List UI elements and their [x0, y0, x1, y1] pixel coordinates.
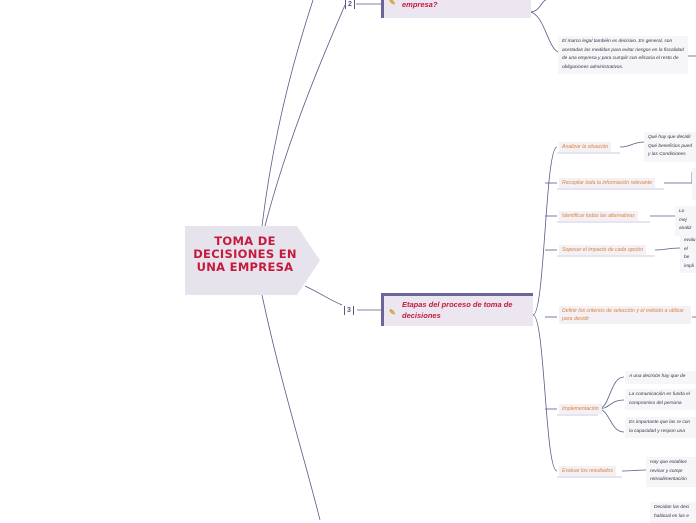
- step-definir[interactable]: Definir los criterios de selección y el …: [559, 306, 691, 324]
- detail-recopilar: [692, 168, 696, 200]
- detail-sopesar: evalu el be impli: [680, 235, 696, 273]
- pencil-icon: ✎: [389, 0, 396, 7]
- connector-detail-recopilar: [664, 172, 693, 184]
- step-evaluar[interactable]: Evaluar los resultados: [559, 466, 617, 476]
- step-analizar[interactable]: Analizar la situación: [559, 142, 612, 152]
- connector-impl-low: [597, 408, 625, 433]
- connector-central-branch3: [304, 285, 343, 306]
- connector-detail-analizar: [619, 141, 645, 148]
- connector-branch2-leaf: [529, 11, 559, 53]
- detail-analizar: Qué hay que decidir Qué beneficios pued …: [644, 132, 696, 162]
- connector-branch2-right: [529, 0, 547, 13]
- branch2-title: empresa?: [402, 0, 438, 9]
- connector-central-branch2: [264, 4, 346, 227]
- detail-impl-2: La comunicación es funda el compromiso d…: [625, 389, 696, 410]
- branch2-number: 2: [345, 0, 355, 9]
- step-identificar[interactable]: Identificar todas las alternativas: [559, 211, 638, 221]
- connector-detail-sopesar: [654, 247, 681, 251]
- detail-impl-3: Es importante que las re con la capacida…: [625, 417, 696, 438]
- step-implementacion[interactable]: Implementación: [559, 404, 602, 414]
- connector-branch3-trunk: [532, 146, 558, 316]
- branch3-title: Etapas del proceso de toma de decisiones: [402, 300, 513, 320]
- step-recopilar[interactable]: Recopilar toda la información relevante: [559, 178, 655, 188]
- connector-central-top-left: [261, 0, 314, 227]
- pencil-icon: ✎: [389, 308, 396, 317]
- connector-branch3-trunk-lower: [532, 314, 558, 472]
- detail-identificar: Lo mej analiz: [675, 206, 696, 236]
- central-topic[interactable]: TOMA DE DECISIONES EN UNA EMPRESA: [185, 226, 320, 295]
- central-topic-title: TOMA DE DECISIONES EN UNA EMPRESA: [193, 234, 297, 274]
- bottom-leaf: Decidan las deci habitual en las e: [650, 502, 696, 523]
- branch3-number: 3: [344, 306, 354, 315]
- branch2-leaf: El marco legal también es decisivo. En g…: [558, 36, 688, 74]
- branch2-topic[interactable]: ✎ empresa?: [381, 0, 531, 18]
- branch3-topic[interactable]: ✎ Etapas del proceso de toma de decision…: [381, 293, 533, 326]
- central-topic-shape: [185, 226, 320, 295]
- detail-evaluar: Hay que establec revisar y compr retroal…: [646, 457, 696, 487]
- detail-impl-1: A una decisión hay que de: [625, 371, 696, 384]
- connector-detail-evaluar: [621, 469, 647, 472]
- connector-central-bottom: [261, 294, 321, 520]
- step-sopesar[interactable]: Sopesar el impacto de cada opción: [559, 245, 647, 255]
